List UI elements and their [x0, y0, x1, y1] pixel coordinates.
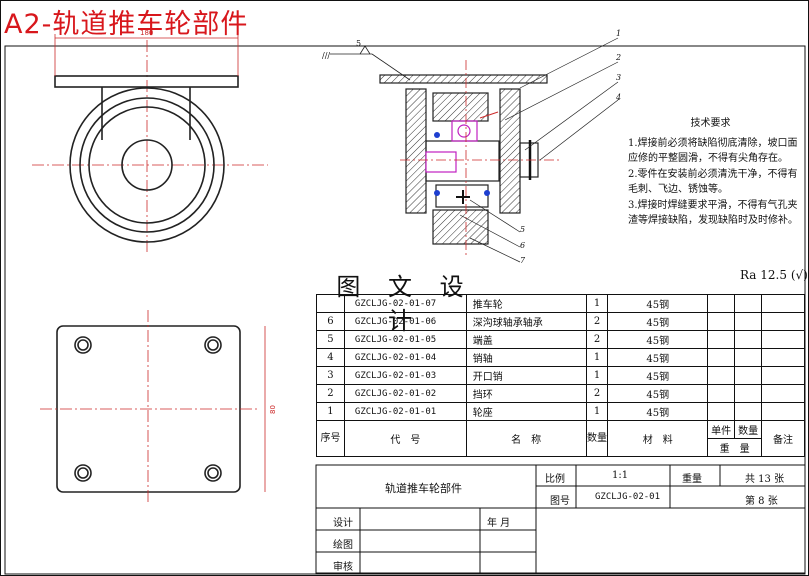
balloon-label: 4	[615, 93, 621, 102]
bom-qty: 1	[585, 348, 609, 367]
sheets-total: 共 13 张	[745, 474, 785, 485]
bom-header-row: 序号 代 号 名 称 数量 材 料 单件 数量 备注	[316, 420, 805, 457]
bom-no: 3	[316, 366, 345, 385]
tech-requirement-item: 3.焊接时焊缝要求平滑，不得有气孔夹渣等焊接缺陷，发现缺陷时及时修补。	[628, 199, 798, 227]
bom-no: 6	[316, 312, 345, 331]
bom-material: 45钢	[607, 366, 709, 385]
bom-name: 销轴	[465, 348, 587, 367]
bom-header-name: 名 称	[465, 420, 587, 457]
bom-header-no: 序号	[316, 420, 345, 457]
weld-symbol	[330, 45, 411, 81]
bom-code: GZCLJG-02-01-04	[343, 348, 467, 367]
bom-no: 2	[316, 384, 345, 403]
dimension-top-width: 180	[140, 29, 153, 37]
tech-requirements-heading: 技术要求	[690, 118, 731, 129]
scale-value: 1:1	[612, 470, 629, 481]
weld-symbol-text: ///	[322, 51, 330, 60]
bom-material: 45钢	[607, 384, 709, 403]
bom-name: 推车轮	[465, 294, 587, 313]
front-view	[32, 34, 268, 255]
leader-lines	[459, 37, 619, 263]
drafter-label: 绘图	[333, 540, 353, 551]
bom-row: 2 GZCLJG-02-01-02 挡环 2 45钢	[316, 384, 805, 403]
designer-label: 设计	[333, 518, 353, 529]
bom-qty: 2	[585, 312, 609, 331]
bom-qty: 2	[585, 384, 609, 403]
bom-qty: 1	[585, 294, 609, 313]
scale-label: 比例	[545, 474, 565, 485]
reviewer-label: 审核	[333, 562, 353, 573]
date-label: 年 月	[487, 518, 511, 529]
bom-material: 45钢	[607, 294, 709, 313]
surface-roughness-mark: Ra 12.5 (√)	[740, 268, 808, 282]
bom-no	[316, 294, 345, 313]
bill-of-materials: GZCLJG-02-01-07 推车轮 1 45钢 6 GZCLJG-02-01…	[316, 294, 805, 457]
plan-view	[40, 310, 266, 505]
mounting-hole	[204, 464, 222, 482]
drawing-no-label: 图号	[550, 496, 570, 507]
bom-qty: 1	[585, 402, 609, 421]
balloon-label: 1	[616, 29, 621, 38]
bom-row: 4 GZCLJG-02-01-04 销轴 1 45钢	[316, 348, 805, 367]
weight-label: 重量	[682, 474, 702, 485]
bom-qty: 2	[585, 330, 609, 349]
bom-material: 45钢	[607, 348, 709, 367]
mounting-hole	[74, 336, 92, 354]
bom-material: 45钢	[607, 312, 709, 331]
bom-code: GZCLJG-02-01-02	[343, 384, 467, 403]
bom-name: 端盖	[465, 330, 587, 349]
bom-no: 5	[316, 330, 345, 349]
bom-name: 深沟球轴承轴承	[465, 312, 587, 331]
balloon-label: 5	[520, 225, 525, 234]
banner-title: A2-轨道推车轮部件	[4, 9, 249, 40]
balloon-label: 6	[520, 241, 525, 250]
bom-no: 1	[316, 402, 345, 421]
bom-header-material: 材 料	[607, 420, 709, 457]
title-block-lines	[315, 464, 806, 574]
bom-row: GZCLJG-02-01-07 推车轮 1 45钢	[316, 294, 805, 313]
balloon-label: 3	[616, 73, 621, 82]
bom-row: 6 GZCLJG-02-01-06 深沟球轴承轴承 2 45钢	[316, 312, 805, 331]
bom-header-code: 代 号	[343, 420, 467, 457]
drawing-name: 轨道推车轮部件	[385, 482, 462, 495]
bom-header-row: 重 量	[317, 438, 805, 457]
bom-material: 45钢	[607, 330, 709, 349]
dimension-side-height: 80	[269, 405, 277, 414]
bom-name: 挡环	[465, 384, 587, 403]
bom-code: GZCLJG-02-01-07	[343, 294, 467, 313]
bom-header-remark: 备注	[761, 420, 805, 457]
weld-number: 5	[356, 39, 361, 48]
bom-material: 45钢	[607, 402, 709, 421]
section-view	[379, 60, 560, 255]
bom-header-qty2: 数量	[734, 420, 763, 439]
technical-requirements: 技术要求 1.焊接前必须将缺陷彻底清除，坡口面应修的平整圆滑，不得有尖角存在。 …	[628, 116, 803, 229]
bom-code: GZCLJG-02-01-06	[343, 312, 467, 331]
balloon-label: 2	[615, 53, 621, 62]
drawing-frame	[4, 45, 806, 575]
tech-requirement-item: 1.焊接前必须将缺陷彻底清除，坡口面应修的平整圆滑，不得有尖角存在。	[628, 137, 798, 165]
bom-header-weight: 重 量	[707, 438, 763, 457]
mounting-hole	[204, 336, 222, 354]
bom-qty: 1	[585, 366, 609, 385]
bom-header-qty: 数量	[585, 420, 609, 457]
bom-row: 3 GZCLJG-02-01-03 开口销 1 45钢	[316, 366, 805, 385]
bom-row: 1 GZCLJG-02-01-01 轮座 1 45钢	[316, 402, 805, 421]
bom-name: 开口销	[465, 366, 587, 385]
bom-no: 4	[316, 348, 345, 367]
bom-header-unit: 单件	[707, 420, 736, 439]
bom-code: GZCLJG-02-01-01	[343, 402, 467, 421]
drawing-no: GZCLJG-02-01	[595, 492, 661, 502]
bom-row: 5 GZCLJG-02-01-05 端盖 2 45钢	[316, 330, 805, 349]
bom-name: 轮座	[465, 402, 587, 421]
bom-code: GZCLJG-02-01-03	[343, 366, 467, 385]
mounting-hole	[74, 464, 92, 482]
tech-requirement-item: 2.零件在安装前必须清洗干净，不得有毛刺、飞边、锈蚀等。	[628, 168, 798, 196]
sheet-no: 第 8 张	[745, 496, 778, 507]
bom-code: GZCLJG-02-01-05	[343, 330, 467, 349]
balloon-label: 7	[520, 256, 526, 265]
